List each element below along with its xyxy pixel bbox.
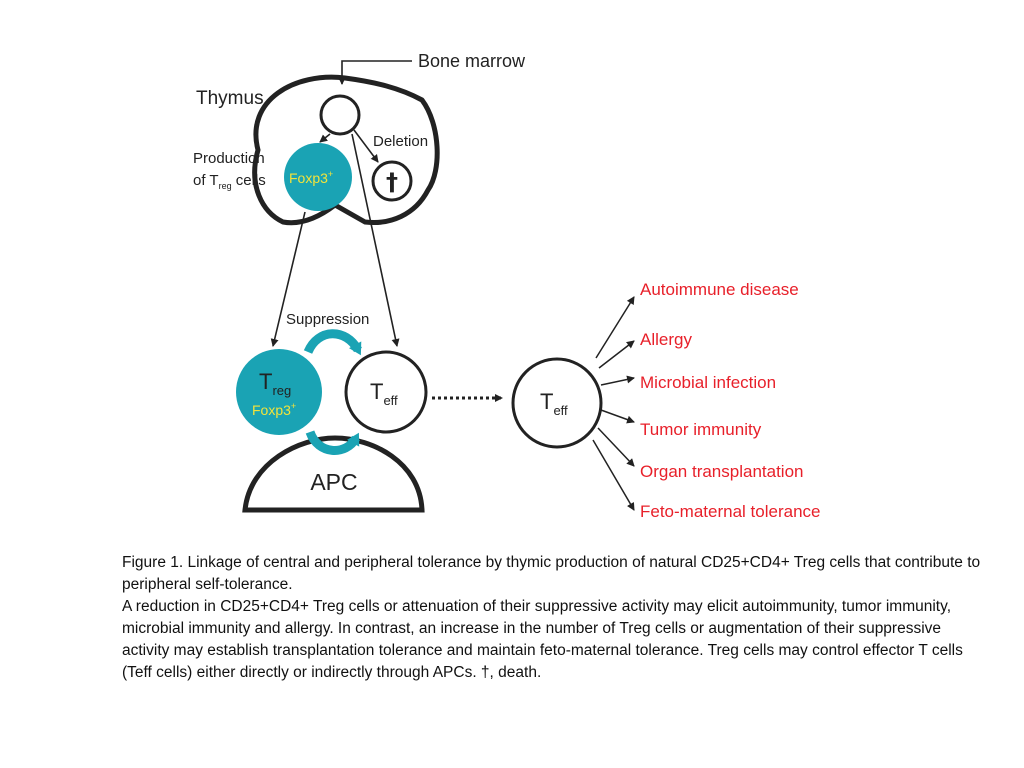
caption-paragraph-1: Figure 1. Linkage of central and periphe…	[122, 554, 981, 593]
deletion-label: Deletion	[373, 133, 428, 150]
foxp3-thymic-label: Foxp3+	[289, 169, 333, 186]
outcome-arrow	[595, 296, 635, 359]
outcome-microbial-infection: Microbial infection	[640, 373, 776, 392]
outcome-arrow	[592, 439, 635, 511]
treg-foxp3-label: Foxp3+	[252, 401, 296, 418]
treg-export-arrow	[270, 211, 306, 347]
outcome-arrow	[600, 375, 635, 386]
suppression-label: Suppression	[286, 311, 369, 328]
production-label: Production	[193, 150, 265, 167]
outcome-feto-maternal-tolerance: Feto-maternal tolerance	[640, 502, 820, 521]
figure-caption: Figure 1. Linkage of central and periphe…	[122, 552, 982, 684]
precursor-to-foxp3-arrow	[319, 133, 331, 143]
treg-cell	[236, 349, 322, 435]
outcome-arrow	[600, 409, 635, 424]
teff-cell	[344, 350, 428, 434]
outcome-tumor-immunity: Tumor immunity	[640, 420, 762, 439]
precursor-cell	[319, 94, 361, 136]
bone-marrow-label: Bone marrow	[418, 51, 526, 71]
activated-teff-label: Teff	[540, 389, 568, 418]
dagger-icon: †	[386, 168, 398, 196]
production-label-2: of Treg cells	[193, 172, 266, 191]
caption-paragraph-2: A reduction in CD25+CD4+ Treg cells or a…	[122, 598, 963, 681]
treg-label: Treg	[259, 369, 291, 398]
teff-export-arrow	[351, 133, 400, 347]
apc-mediated-arrow	[305, 430, 360, 455]
outcome-allergy: Allergy	[640, 330, 692, 349]
apc-cell	[242, 435, 425, 513]
tolerance-diagram: Bone marrow Thymus Deletion † Foxp3+ Pro…	[193, 51, 820, 521]
deletion-arrow	[353, 129, 379, 163]
outcome-organ-transplantation: Organ transplantation	[640, 462, 804, 481]
thymus-outline	[252, 74, 440, 226]
bone-marrow-line	[338, 60, 412, 85]
outcome-arrow	[598, 340, 635, 369]
outcome-autoimmune-disease: Autoimmune disease	[640, 280, 799, 299]
teff-label: Teff	[370, 379, 398, 408]
suppression-arrow	[303, 329, 362, 356]
deleted-cell	[371, 160, 413, 202]
foxp3-thymic-cell	[284, 143, 352, 211]
activated-teff-cell	[511, 357, 603, 449]
outcome-arrow	[597, 427, 635, 467]
thymus-label: Thymus	[196, 88, 264, 109]
apc-label: APC	[310, 469, 357, 495]
